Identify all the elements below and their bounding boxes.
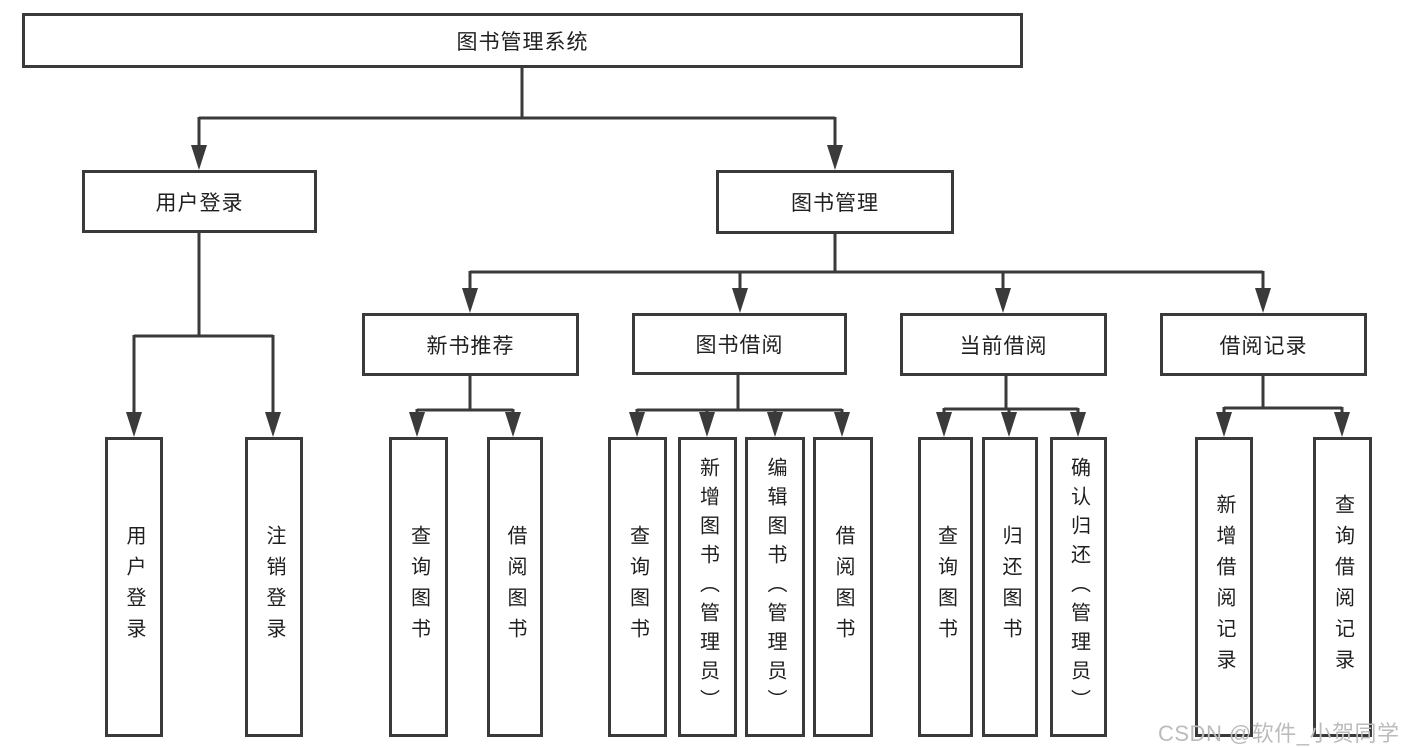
node-root-system: 图书管理系统: [22, 13, 1023, 68]
node-borrow-records: 借阅记录: [1160, 313, 1367, 376]
leaf-label: 新增借阅记录: [1213, 494, 1235, 680]
leaf-query-books-current: 查询图书: [918, 437, 973, 737]
leaf-edit-book-admin: 编辑图书（管理员）: [745, 437, 805, 737]
leaf-label: 确认归还（管理员）: [1067, 456, 1090, 718]
leaf-label: 新增图书（管理员）: [696, 456, 719, 718]
leaf-add-book-admin: 新增图书（管理员）: [678, 437, 737, 737]
leaf-confirm-return-admin: 确认归还（管理员）: [1050, 437, 1107, 737]
leaf-label: 借阅图书: [832, 525, 854, 649]
node-new-book-recommend: 新书推荐: [362, 313, 579, 376]
leaf-return-book: 归还图书: [982, 437, 1038, 737]
leaf-query-borrow-record: 查询借阅记录: [1313, 437, 1372, 737]
leaf-logout: 注销登录: [245, 437, 303, 737]
leaf-user-login: 用户登录: [105, 437, 163, 737]
node-book-management: 图书管理: [716, 170, 954, 234]
watermark-text: CSDN @软件_小贺同学: [1158, 721, 1400, 746]
leaf-label: 归还图书: [999, 525, 1021, 649]
leaf-label: 用户登录: [123, 525, 145, 649]
leaf-label: 查询借阅记录: [1331, 494, 1354, 680]
leaf-borrow-books-recommend: 借阅图书: [487, 437, 543, 737]
leaf-label: 借阅图书: [504, 525, 526, 649]
leaf-borrow-books: 借阅图书: [813, 437, 873, 737]
leaf-label: 编辑图书（管理员）: [764, 456, 786, 718]
leaf-query-books-borrow: 查询图书: [608, 437, 667, 737]
node-user-login: 用户登录: [82, 170, 317, 233]
leaf-query-books-recommend: 查询图书: [389, 437, 448, 737]
leaf-label: 查询图书: [934, 525, 957, 649]
node-book-borrow: 图书借阅: [632, 313, 847, 375]
leaf-label: 查询图书: [626, 525, 649, 649]
leaf-label: 注销登录: [263, 525, 285, 649]
leaf-add-borrow-record: 新增借阅记录: [1195, 437, 1253, 737]
leaf-label: 查询图书: [407, 525, 430, 649]
node-current-borrow: 当前借阅: [900, 313, 1107, 376]
